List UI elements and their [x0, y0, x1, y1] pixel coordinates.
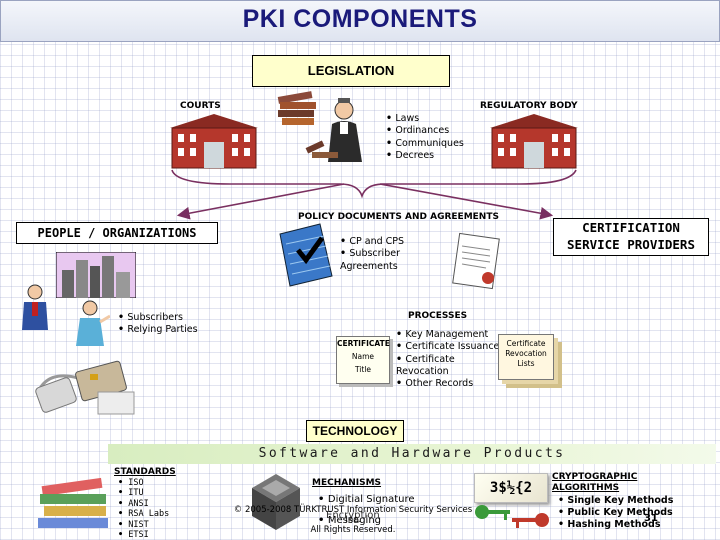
technology-box: TECHNOLOGY — [306, 420, 404, 442]
standard-item: ISO — [118, 478, 169, 488]
certificate-card-title-field: Title — [354, 365, 372, 374]
process-item: Key Management — [396, 329, 500, 341]
policy-item: Subscriber Agreements — [340, 248, 420, 273]
process-item: Other Records — [396, 378, 500, 390]
mechanism-encryption-label: Encryption — [326, 510, 380, 521]
crypto-list: Single Key Methods Public Key Methods Ha… — [558, 495, 673, 531]
crl-card: Certificate Revocation Lists — [498, 334, 554, 380]
crypto-label: CRYPTOGRAPHIC ALGORITHMS — [552, 472, 637, 494]
people-item: Relying Parties — [118, 324, 197, 336]
processor-chip-icon — [252, 474, 300, 530]
csp-label-line2: SERVICE PROVIDERS — [567, 237, 695, 252]
certificate-card: CERTIFICATE Name Title — [336, 336, 390, 384]
certification-service-providers-box: CERTIFICATION SERVICE PROVIDERS — [553, 218, 709, 256]
policy-label: POLICY DOCUMENTS AND AGREEMENTS — [298, 212, 499, 222]
certificate-card-name: Name — [351, 352, 375, 361]
standard-item: ITU — [118, 488, 169, 498]
legislation-list: Laws Ordinances Communiques Decrees — [386, 113, 464, 162]
crypto-item: Single Key Methods — [558, 495, 673, 507]
processes-list: Key Management Certificate Issuance Cert… — [396, 329, 500, 390]
people-organizations-label: PEOPLE / ORGANIZATIONS — [37, 226, 197, 240]
regulatory-building-icon — [490, 114, 578, 169]
courts-building-icon — [170, 114, 258, 169]
courts-label: COURTS — [180, 101, 221, 111]
footer-copyright-block: © 2005-2008 TÜRKTRUST Information Securi… — [228, 505, 478, 535]
page-title: PKI COMPONENTS — [242, 5, 478, 33]
page-number: 31 — [644, 513, 658, 524]
legislation-box: LEGISLATION — [252, 55, 450, 87]
legislation-item: Decrees — [386, 150, 464, 162]
standards-list: ISO ITU ANSI RSA Labs NIST ETSI — [118, 478, 169, 540]
smart-card-reader-icon — [35, 360, 135, 415]
crypto-item: Public Key Methods — [558, 507, 673, 519]
person-icon — [22, 284, 48, 330]
legislation-bracket — [171, 169, 577, 199]
agreement-document-icon — [452, 232, 500, 290]
crypto-label-line1: CRYPTOGRAPHIC — [552, 472, 638, 482]
cipher-text-box: 3$½{2 — [474, 473, 548, 503]
people-list: Subscribers Relying Parties — [118, 312, 198, 337]
title-bar — [0, 0, 720, 42]
legislation-item: Communiques — [386, 138, 463, 150]
technology-band-text: Software and Hardware Products — [258, 446, 566, 461]
people-item: Subscribers — [118, 312, 198, 324]
person-pointing-icon — [76, 300, 110, 346]
crypto-item: Hashing Methods — [558, 519, 673, 531]
arrow-to-csp — [379, 183, 554, 220]
keys-icon — [475, 505, 549, 528]
legislation-label: LEGISLATION — [307, 63, 395, 78]
csp-label-line1: CERTIFICATION — [582, 220, 680, 235]
mechanisms-list: Digitial Signature Messaging — [318, 494, 415, 527]
judge-and-books-icon — [277, 91, 362, 162]
footer-rights: All Rights Reserved. — [310, 525, 396, 535]
crl-card-label: Certificate Revocation Lists — [505, 339, 547, 368]
policy-building-icon — [279, 223, 333, 287]
process-item: Certificate Revocation — [396, 354, 500, 379]
regulatory-body-label: REGULATORY BODY — [480, 101, 578, 111]
standard-item: RSA Labs — [118, 509, 169, 519]
cipher-text: 3$½{2 — [489, 480, 533, 496]
policy-list: CP and CPS Subscriber Agreements — [340, 236, 420, 273]
standards-label: STANDARDS — [114, 467, 176, 477]
city-skyline-icon — [56, 252, 136, 298]
legislation-item: Laws — [386, 113, 464, 125]
policy-item: CP and CPS — [340, 236, 420, 248]
process-item: Certificate Issuance — [396, 341, 500, 353]
standard-item: ETSI — [118, 530, 169, 540]
books-stack-icon — [38, 477, 108, 528]
crypto-label-line2: ALGORITHMS — [552, 483, 620, 493]
people-organizations-box: PEOPLE / ORGANIZATIONS — [16, 222, 218, 244]
standard-item: ANSI — [118, 499, 169, 509]
processes-label: PROCESSES — [408, 311, 468, 321]
footer-copyright: © 2005-2008 TÜRKTRUST Information Securi… — [233, 505, 473, 525]
legislation-item: Ordinances — [386, 125, 464, 137]
mechanisms-label: MECHANISMS — [312, 478, 382, 488]
mechanism-item: Digitial Signature — [318, 494, 415, 506]
technology-label: TECHNOLOGY — [312, 424, 398, 438]
arrow-to-people — [176, 183, 345, 220]
technology-band — [108, 444, 716, 464]
mechanism-item: Messaging — [318, 515, 415, 527]
certificate-card-title: CERTIFICATE — [337, 339, 390, 348]
standard-item: NIST — [118, 520, 169, 530]
